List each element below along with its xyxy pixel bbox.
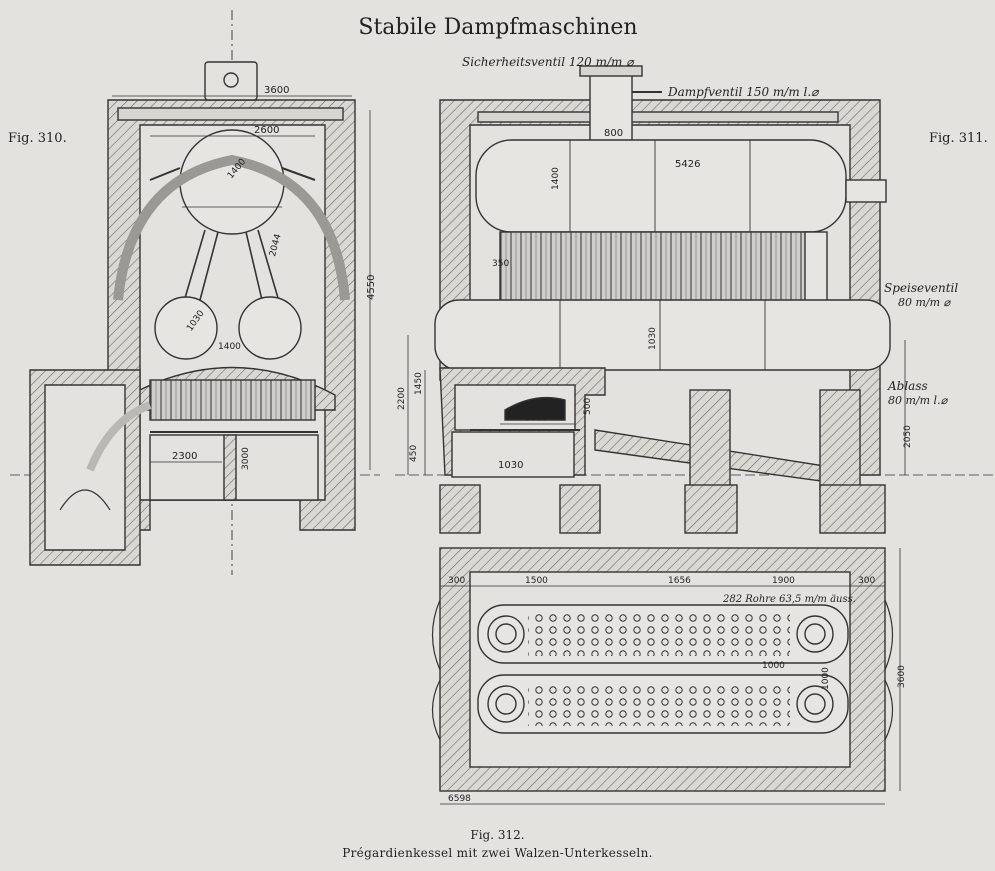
- fig310-label: Fig. 310.: [8, 131, 67, 146]
- fig310-drawing: [10, 10, 380, 575]
- fig311-dim-right: 2050: [903, 425, 913, 448]
- fig311-dim-base: 1030: [498, 460, 523, 471]
- fig312-dim-mid: 1000: [762, 661, 785, 671]
- fig312-label: Fig. 312.: [470, 828, 525, 842]
- fig312-dim-total: 6598: [448, 794, 471, 804]
- figure-caption: Prégardienkessel mit zwei Walzen-Unterke…: [342, 846, 653, 860]
- fig311-dim-dome: 800: [604, 128, 623, 139]
- fig310-dim-width-inner: 2600: [254, 125, 279, 136]
- fig312-dim-right: 300: [858, 576, 875, 586]
- fig311-dim-drum-len: 5426: [675, 159, 700, 170]
- fig311-dim-grate: 1300: [525, 413, 548, 423]
- fig311-dim-height-total: 2200: [397, 387, 407, 410]
- fig311-annotations: Sicherheitsventil 120 m/m ⌀ Dampfventil …: [397, 55, 958, 471]
- fig311-dim-lower: 1030: [648, 327, 658, 350]
- fig311-drawing: [395, 65, 995, 534]
- fig312-dim-seg2: 1656: [668, 576, 691, 586]
- fig312-dim-height: 3600: [897, 665, 907, 688]
- fig310-dim-width-top: 3600: [264, 85, 289, 96]
- fig312-dimensions: 300 1500 1656 1900 300 282 Rohre 63,5 m/…: [448, 576, 907, 804]
- steam-valve-note: Dampfventil 150 m/m l.⌀: [667, 85, 820, 99]
- fig311-label: Fig. 311.: [929, 131, 988, 146]
- fig312-dim-left: 300: [448, 576, 465, 586]
- fig311-dim-height-lower: 1450: [414, 372, 424, 395]
- fig311-dim-drum-dia: 1400: [551, 167, 561, 190]
- fig312-dim-seg3: 1900: [772, 576, 795, 586]
- fig310-dim-height: 4550: [366, 275, 377, 300]
- safety-valve-note: Sicherheitsventil 120 m/m ⌀: [462, 55, 635, 69]
- fig312-tube-note: 282 Rohre 63,5 m/m äuss.: [722, 594, 856, 605]
- fig310-dim-grate: 2300: [172, 451, 197, 462]
- fig310-dim-ash: 3000: [241, 447, 251, 470]
- feed-valve-note: Speiseventil: [884, 281, 958, 295]
- fig312-drawing: [431, 547, 901, 805]
- drain-note: Ablass: [887, 379, 928, 393]
- drain-size: 80 m/m l.⌀: [888, 394, 949, 407]
- fig311-dim-tube-offset: 350: [492, 259, 509, 269]
- fig310-dim-lower-span: 1400: [218, 342, 241, 352]
- feed-valve-size: 80 m/m ⌀: [898, 296, 952, 309]
- fig311-dim-fire: 500: [583, 398, 593, 415]
- fig312-dim-right-small: 1000: [821, 667, 831, 690]
- page-heading: Stabile Dampfmaschinen: [358, 15, 637, 40]
- fig311-dim-foot: 450: [409, 445, 419, 462]
- fig312-dim-seg1: 1500: [525, 576, 548, 586]
